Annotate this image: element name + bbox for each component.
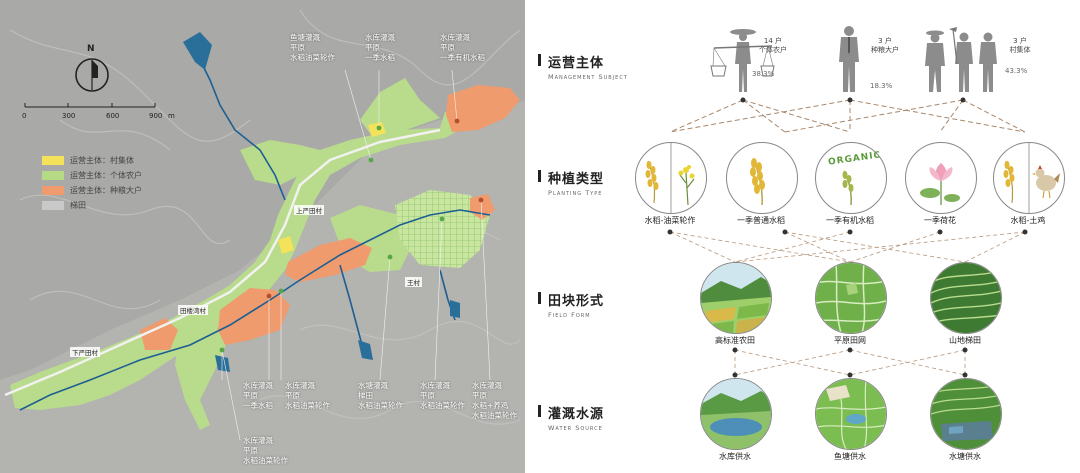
map-callout: 水库灌溉平原一季水稻: [365, 33, 395, 62]
marker-point: [278, 288, 284, 294]
marker-point: [376, 125, 382, 131]
field-label: 平原田网: [834, 336, 866, 345]
green-zone-east: [360, 78, 440, 136]
village-label: 王村: [405, 277, 422, 287]
north-label: N: [87, 44, 95, 54]
legend-label: 运营主体：种粮大户: [70, 186, 142, 195]
yellow-zone-center: [278, 236, 294, 254]
site-map: [0, 0, 525, 473]
planting-label: 水稻-油菜轮作: [644, 216, 696, 225]
map-callout: 水库灌溉平原水稻+养鸡水稻油菜轮作: [472, 381, 517, 420]
legend-item: 梯田: [42, 200, 86, 211]
farmer-carrying-pole-icon: [710, 29, 775, 92]
scale-tick-label: 900: [149, 112, 163, 120]
map-callout: 鱼塘灌溉平原水稻油菜轮作: [290, 33, 335, 62]
scale-tick-label: 0: [22, 112, 27, 120]
reservoir-west: [215, 355, 230, 372]
planting-organic-rice-icon: [815, 142, 887, 214]
scale-tick-label: 600: [106, 112, 120, 120]
marker-point: [266, 293, 272, 299]
green-zone-southwest: [175, 320, 228, 430]
field-label: 高标准农田: [715, 336, 755, 345]
planting-lotus-icon: [905, 142, 977, 214]
village-label: 田楼湾村: [178, 305, 208, 315]
marker-point: [478, 197, 484, 203]
subject-stat: 3 户村集体: [1009, 37, 1031, 54]
legend-swatch-collective: [42, 156, 64, 165]
villagers-group-icon: [925, 27, 997, 92]
marker-point: [387, 254, 393, 260]
planting-label: 一季普通水稻: [737, 216, 785, 225]
field-label: 山地梯田: [949, 336, 981, 345]
planting-label: 水稻-土鸡: [1010, 216, 1046, 225]
planting-label: 一季荷花: [924, 216, 956, 225]
road: [4, 128, 441, 397]
map-callout: 水库灌溉平原一季有机水稻: [440, 33, 485, 62]
legend-item: 运营主体：个体农户: [42, 170, 142, 181]
field-mountain-terrace-icon: [930, 262, 1002, 334]
water-pond-icon: [930, 378, 1002, 450]
map-callout: 水塘灌溉梯田水稻油菜轮作: [358, 381, 403, 410]
field-plain-grid-icon: [815, 262, 887, 334]
planting-rice-rapeseed-icon: [635, 142, 707, 214]
village-label: 下严田村: [70, 347, 100, 357]
subject-stat: 3 户种粮大户: [871, 37, 899, 54]
callout-lines: [221, 69, 491, 441]
planting-label: 一季有机水稻: [826, 216, 874, 225]
subject-percent: 43.3%: [1005, 67, 1028, 75]
legend-label: 运营主体：村集体: [70, 156, 134, 165]
subject-percent: 38.3%: [752, 70, 775, 78]
marker-point: [439, 216, 445, 222]
water-label: 鱼塘供水: [834, 452, 866, 461]
map-callout: 水库灌溉平原水稻油菜轮作: [420, 381, 465, 410]
map-callout: 水库灌溉平原水稻油菜轮作: [243, 436, 288, 465]
north-arrow-icon: [75, 58, 109, 92]
yellow-zone-north: [368, 122, 386, 137]
planting-normal-rice-icon: [726, 142, 798, 214]
reservoir-south: [358, 340, 373, 360]
subject-stat: 14 户个体农户: [759, 37, 787, 54]
scale-bar: [24, 103, 156, 108]
map-callout: 水库灌溉平原水稻油菜轮作: [285, 381, 330, 410]
water-reservoir-icon: [700, 378, 772, 450]
planting-rice-chicken-icon: [993, 142, 1065, 214]
legend-swatch-large-grower: [42, 186, 64, 195]
legend-label: 运营主体：个体农户: [70, 171, 142, 180]
reservoir-north: [183, 32, 212, 70]
site-markers: [219, 118, 484, 353]
scale-tick-label: 300: [62, 112, 76, 120]
legend-swatch-individual: [42, 171, 64, 180]
map-callout: 水库灌溉平原一季水稻: [243, 381, 273, 410]
green-zone-hatched: [395, 190, 490, 268]
water-label: 水库供水: [719, 452, 751, 461]
marker-point: [219, 347, 225, 353]
field-high-standard-icon: [700, 262, 772, 334]
legend-swatch-terrace: [42, 201, 64, 210]
green-zone-valley: [10, 108, 470, 410]
marker-point: [368, 157, 374, 163]
marker-point: [454, 118, 460, 124]
village-label: 上严田村: [294, 205, 324, 215]
businessman-icon: [839, 26, 859, 92]
subject-percent: 18.3%: [870, 82, 893, 90]
legend-label: 梯田: [70, 201, 86, 210]
reservoir-east: [450, 300, 460, 318]
orange-zone-west: [140, 318, 178, 350]
orange-zone-southwest: [218, 288, 290, 345]
water-fishpond-icon: [815, 378, 887, 450]
orange-zone-northeast: [446, 85, 520, 132]
water-label: 水塘供水: [949, 452, 981, 461]
legend-item: 运营主体：村集体: [42, 155, 134, 166]
scale-unit: m: [168, 112, 175, 120]
legend-item: 运营主体：种粮大户: [42, 185, 142, 196]
